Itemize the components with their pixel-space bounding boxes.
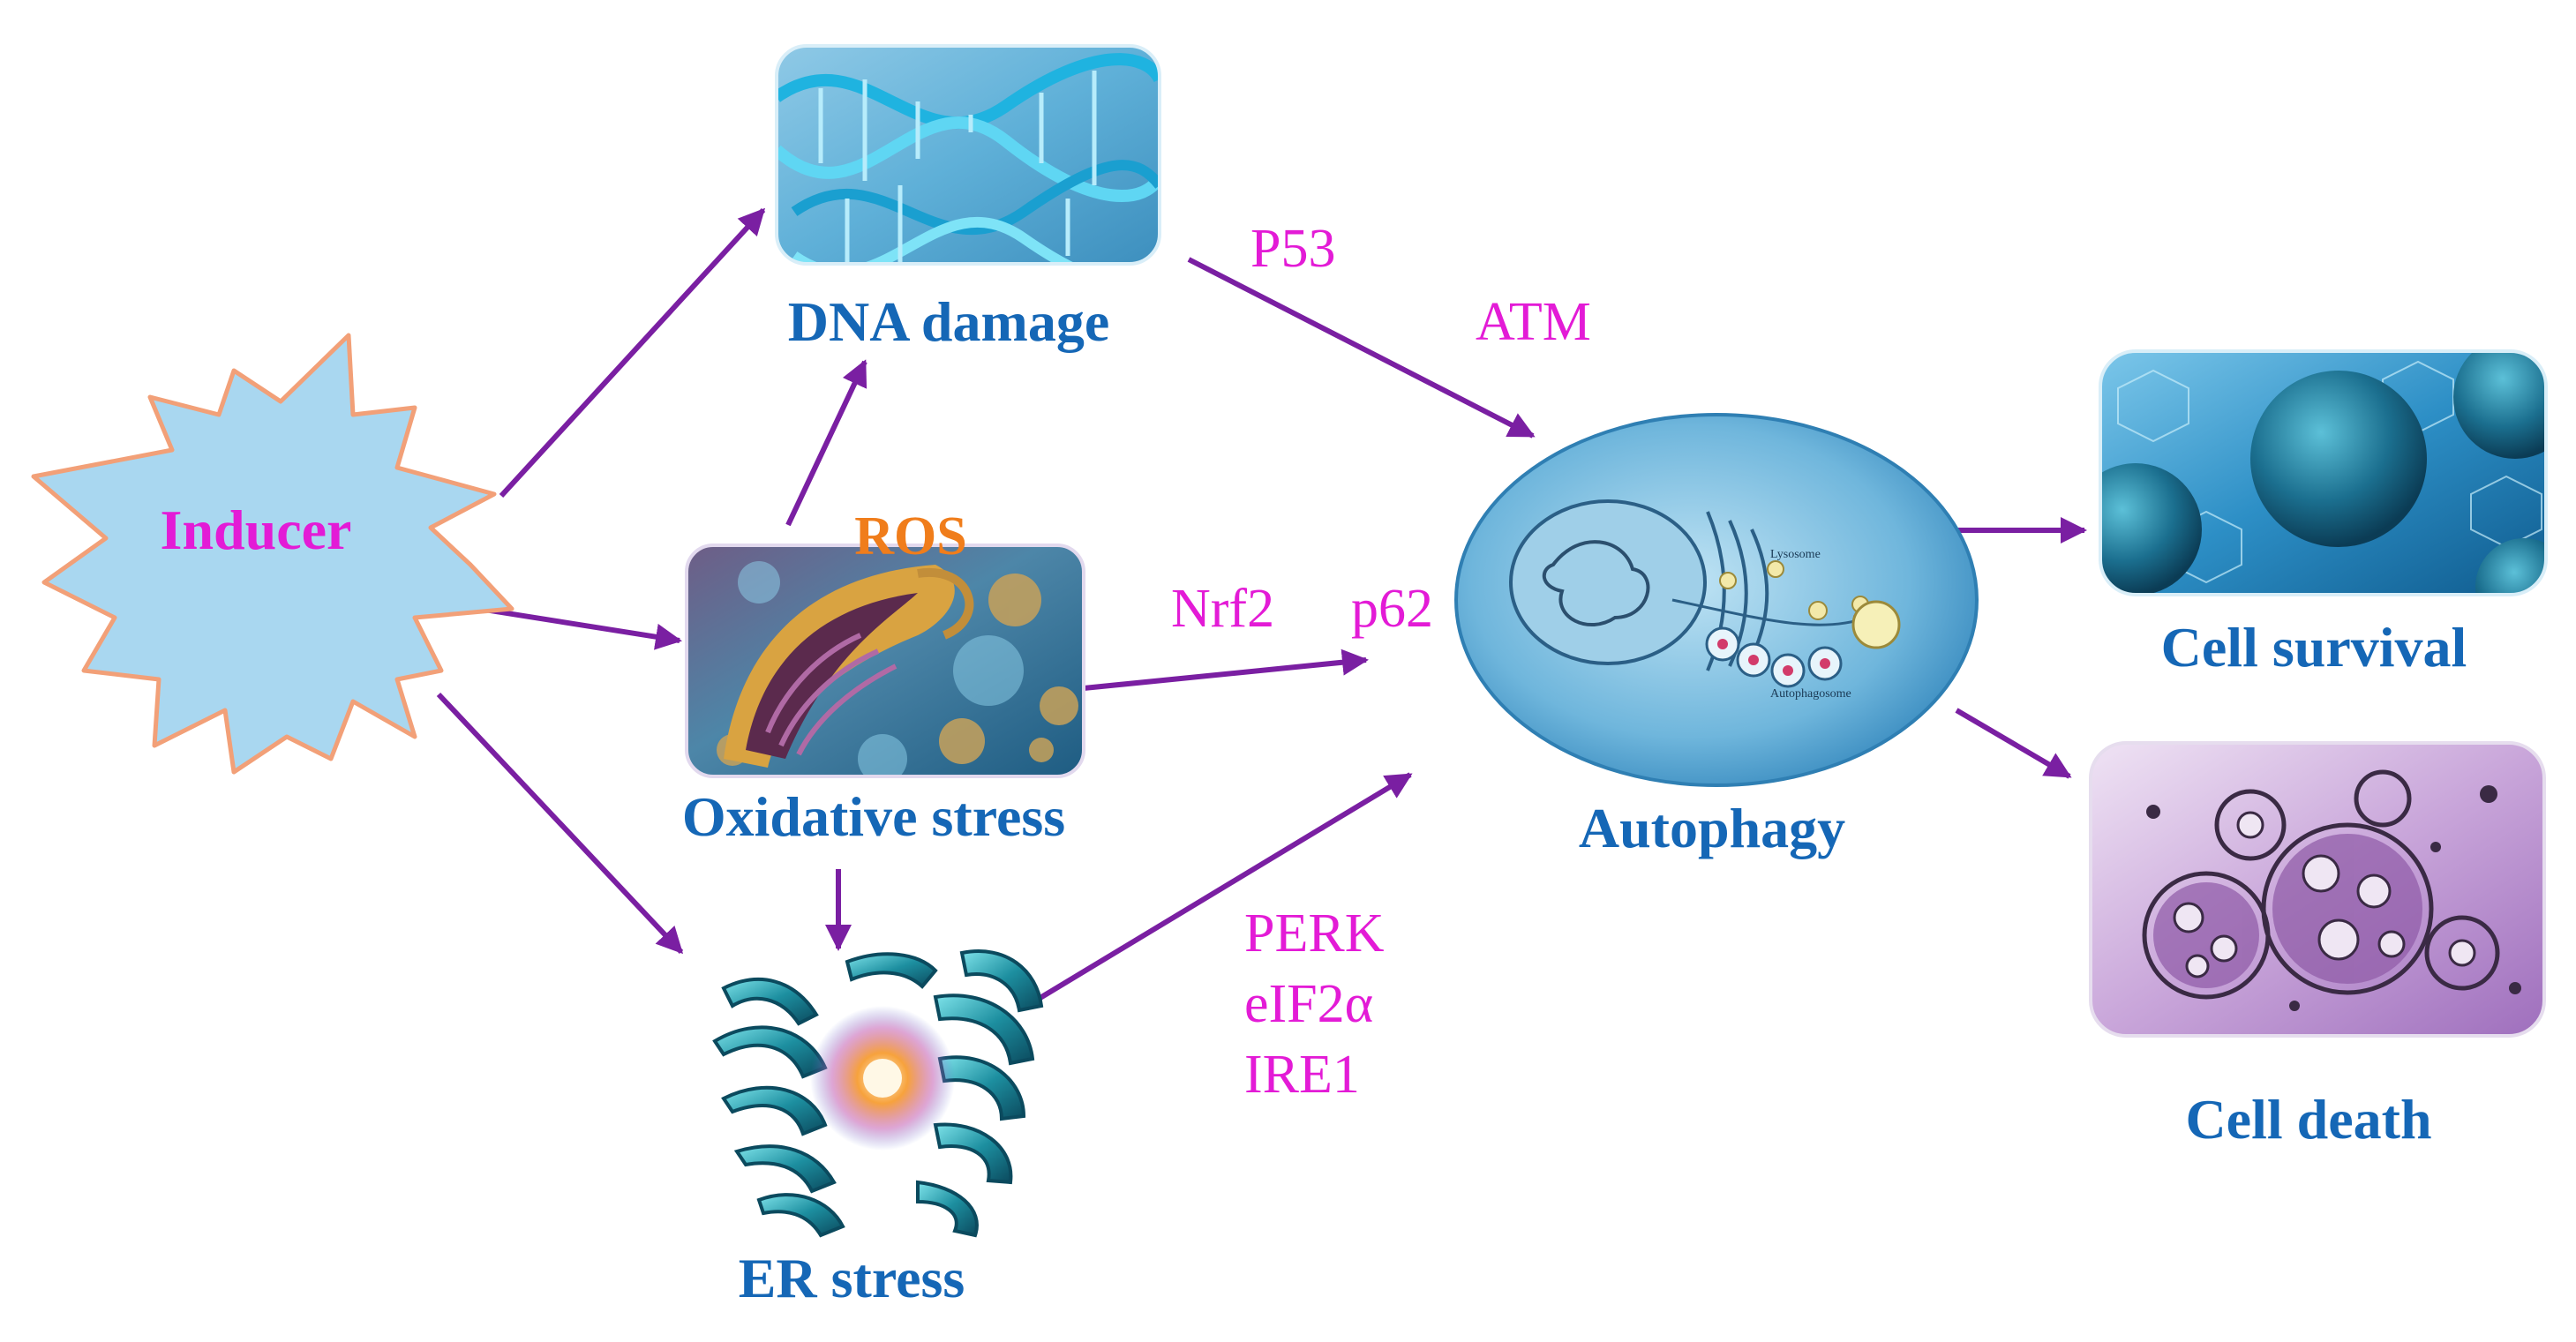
autophagy-label: Autophagy: [1579, 797, 1845, 859]
pathway-label-p53: P53: [1250, 219, 1335, 279]
mitochondrion-icon: [687, 545, 1084, 776]
dna-damage-node: DNA damage: [775, 44, 1161, 353]
cell-survival-node: Cell survival: [2099, 349, 2548, 678]
pathway-label-nrf2: Nrf2: [1171, 579, 1274, 639]
cell-survival-label: Cell survival: [2161, 616, 2467, 678]
arrow-dna-damage-to-autophagy: [1187, 257, 1536, 439]
arrow-oxidative-to-dna-damage: [785, 359, 867, 527]
dying-cells-icon: [2091, 743, 2544, 1036]
arrow-autophagy-to-cell-death: [1955, 708, 2072, 779]
pathway-label-atm: ATM: [1476, 292, 1591, 352]
cell-death-label: Cell death: [2185, 1088, 2431, 1151]
er-stress-label: ER stress: [739, 1247, 965, 1309]
lysosome-label: Lysosome: [1770, 548, 1821, 561]
cell-icon: Lysosome Autophagosome: [1454, 413, 1979, 787]
autophagy-node: Lysosome Autophagosome Autophagy: [1454, 413, 1979, 859]
ros-label: ROS: [854, 506, 966, 566]
pathway-labels: P53 ATM Nrf2 p62 PERK eIF2α IRE1: [1171, 219, 1591, 1105]
oxidative-stress-node: ROS Oxidative stress: [682, 506, 1085, 848]
arrow-inducer-to-dna-damage: [499, 207, 766, 499]
arrow-oxidative-to-autophagy: [1083, 649, 1369, 691]
inducer-node: Inducer: [31, 333, 514, 775]
pathway-label-eif2a: eIF2α: [1244, 974, 1373, 1034]
dna-damage-label: DNA damage: [788, 290, 1109, 353]
pathway-label-perk: PERK: [1244, 903, 1385, 963]
pathway-label-ire1: IRE1: [1244, 1045, 1360, 1105]
oxidative-stress-label: Oxidative stress: [682, 785, 1065, 848]
pathway-label-p62: p62: [1351, 579, 1433, 639]
er-stress-node: ER stress: [712, 949, 1044, 1309]
healthy-cells-icon: [2100, 351, 2546, 595]
starburst-icon: [31, 333, 514, 775]
cell-death-node: Cell death: [2089, 741, 2546, 1151]
inducer-label: Inducer: [161, 499, 352, 561]
dna-helix-icon: [777, 46, 1160, 264]
endoplasmic-reticulum-icon: [712, 949, 1044, 1238]
arrow-inducer-to-er-stress: [436, 692, 684, 955]
autophagosome-label: Autophagosome: [1770, 687, 1851, 701]
arrow-er-stress-to-autophagy: [1033, 772, 1413, 1004]
